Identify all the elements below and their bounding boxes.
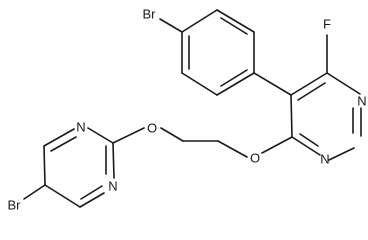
atom-o-right: O (250, 151, 260, 166)
atom-br-top: Br (143, 7, 157, 22)
bond (44, 184, 81, 208)
atom-fluorine: F (323, 17, 331, 32)
bond (43, 128, 75, 147)
double-bond (220, 17, 248, 35)
atom-n-pyrimidine-lower: N (320, 152, 329, 167)
bond-aryl-to-pyrimidine (253, 72, 292, 96)
bond (112, 142, 115, 179)
bond (290, 72, 328, 96)
bromopyrimidine-ring (43, 127, 115, 208)
bond (79, 192, 105, 208)
atom-n-bromopyrimidine-upper: N (76, 120, 85, 135)
bond (291, 136, 321, 156)
bond-ring-to-br (159, 18, 183, 33)
atom-n-pyrimidine-upper: N (357, 94, 366, 109)
bromophenyl-ring (181, 9, 255, 96)
double-bond (299, 133, 319, 147)
double-bond (80, 185, 103, 200)
bond-o-c-left (112, 127, 145, 144)
bond (181, 9, 218, 33)
bond (216, 9, 255, 33)
structure-diagram: Br F N N O O N N Br (8, 7, 367, 213)
bond-ch2-o-left (160, 127, 184, 142)
double-bond (297, 82, 326, 101)
bond-ring-to-br-bottom (23, 184, 46, 200)
bond-o-ch2-right (217, 140, 248, 158)
bond (326, 72, 361, 95)
fluoropyrimidine-ring (290, 72, 362, 161)
bond (216, 72, 255, 96)
double-bond (50, 136, 77, 152)
atom-br-bottom: Br (8, 198, 22, 213)
atom-n-bromopyrimidine-lower: N (108, 179, 117, 194)
double-bond (220, 69, 248, 87)
bond-c-o-right (261, 136, 293, 154)
bond (328, 147, 355, 161)
bond (43, 145, 46, 186)
bond (290, 94, 293, 138)
bond (181, 72, 218, 96)
bond (87, 127, 114, 144)
atom-o-left: O (147, 121, 157, 136)
